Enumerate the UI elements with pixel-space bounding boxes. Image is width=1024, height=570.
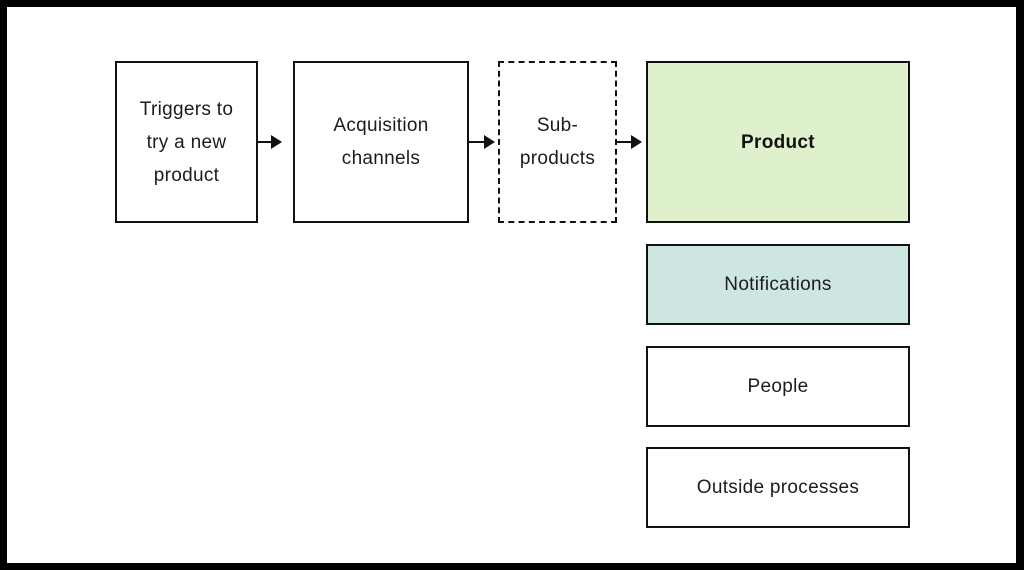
sub-products-node-label: Sub- products bbox=[519, 115, 596, 169]
diagram-canvas: Triggers to try a new product Acquisitio… bbox=[7, 7, 1016, 563]
arrow-sub-products-to-product bbox=[617, 135, 642, 149]
sub-products-node: Sub- products bbox=[498, 61, 617, 223]
product-node-label: Product bbox=[741, 131, 815, 153]
acquisition-channels-node-label: Acquisition channels bbox=[333, 115, 429, 169]
triggers-node: Triggers to try a new product bbox=[115, 61, 258, 223]
notifications-node: Notifications bbox=[646, 244, 910, 325]
notifications-node-label: Notifications bbox=[724, 274, 832, 295]
arrow-acquisition-to-sub-products bbox=[469, 135, 495, 149]
people-node-label: People bbox=[747, 376, 809, 397]
people-node: People bbox=[646, 346, 910, 427]
acquisition-channels-node: Acquisition channels bbox=[293, 61, 469, 223]
triggers-node-label: Triggers to try a new product bbox=[139, 98, 234, 186]
outside-processes-node: Outside processes bbox=[646, 447, 910, 528]
outside-processes-node-label: Outside processes bbox=[696, 477, 860, 498]
product-node: Product bbox=[646, 61, 910, 223]
arrow-triggers-to-acquisition bbox=[258, 135, 282, 149]
